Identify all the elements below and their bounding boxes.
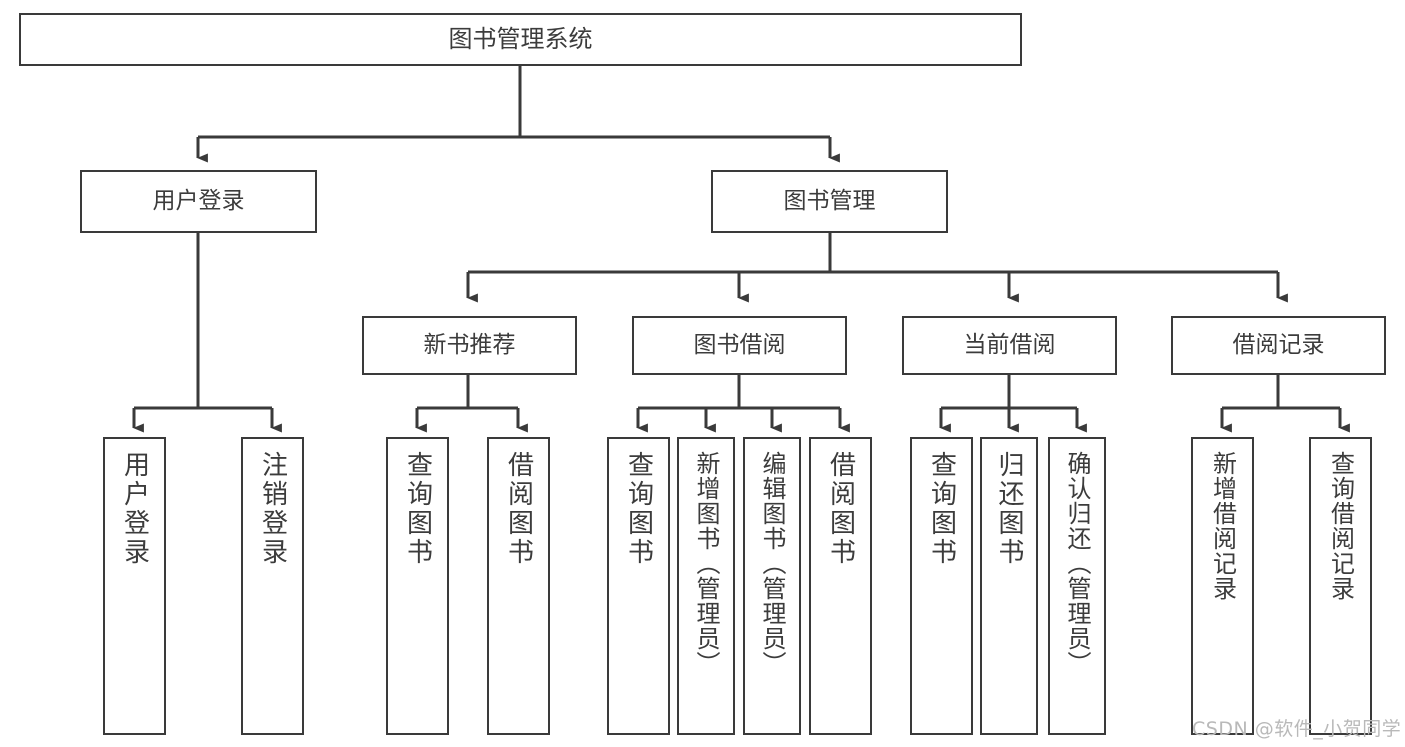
node-label: 注销登录 xyxy=(257,451,288,567)
node-label: 确认归还（管理员） xyxy=(1063,451,1091,676)
leaf-borrow-edit-book-admin[interactable]: 编辑图书（管理员） xyxy=(743,437,801,735)
node-label: 当前借阅 xyxy=(963,331,1056,358)
node-root-book-management-system[interactable]: 图书管理系统 xyxy=(19,13,1022,66)
leaf-current-confirm-return-admin[interactable]: 确认归还（管理员） xyxy=(1048,437,1106,735)
node-user-login[interactable]: 用户登录 xyxy=(80,170,317,233)
leaf-borrow-add-book-admin[interactable]: 新增图书（管理员） xyxy=(677,437,735,735)
node-current-borrow[interactable]: 当前借阅 xyxy=(902,316,1117,375)
csdn-watermark: CSDN @软件_小贺同学 xyxy=(1192,718,1402,740)
node-label: 查询图书 xyxy=(623,451,654,567)
node-label: 用户登录 xyxy=(152,187,245,214)
leaf-borrow-query-book[interactable]: 查询图书 xyxy=(607,437,670,735)
node-label: 借阅图书 xyxy=(825,451,856,567)
leaf-records-add-record[interactable]: 新增借阅记录 xyxy=(1191,437,1254,735)
node-label: 新增图书（管理员） xyxy=(692,451,720,676)
node-label: 图书管理系统 xyxy=(448,25,593,54)
node-label: 编辑图书（管理员） xyxy=(758,451,786,676)
node-new-book-recommend[interactable]: 新书推荐 xyxy=(362,316,577,375)
leaf-borrow-borrow-book[interactable]: 借阅图书 xyxy=(809,437,872,735)
node-label: 归还图书 xyxy=(994,451,1024,567)
node-label: 查询图书 xyxy=(402,451,433,567)
node-label: 借阅记录 xyxy=(1232,331,1325,358)
leaf-records-query-record[interactable]: 查询借阅记录 xyxy=(1309,437,1372,735)
leaf-user-login-login[interactable]: 用户登录 xyxy=(103,437,166,735)
leaf-current-query-book[interactable]: 查询图书 xyxy=(910,437,973,735)
leaf-current-return-book[interactable]: 归还图书 xyxy=(980,437,1038,735)
node-label: 图书管理 xyxy=(783,187,876,214)
node-label: 图书借阅 xyxy=(693,331,786,358)
node-borrow-records[interactable]: 借阅记录 xyxy=(1171,316,1386,375)
node-label: 新书推荐 xyxy=(423,331,516,358)
leaf-new-book-query[interactable]: 查询图书 xyxy=(386,437,449,735)
node-book-borrow[interactable]: 图书借阅 xyxy=(632,316,847,375)
leaf-new-book-borrow[interactable]: 借阅图书 xyxy=(487,437,550,735)
node-label: 用户登录 xyxy=(119,451,150,567)
leaf-user-login-logout[interactable]: 注销登录 xyxy=(241,437,304,735)
node-label: 查询图书 xyxy=(926,451,957,567)
node-book-management[interactable]: 图书管理 xyxy=(711,170,948,233)
node-label: 查询借阅记录 xyxy=(1326,451,1355,601)
node-label: 新增借阅记录 xyxy=(1208,451,1237,601)
node-label: 借阅图书 xyxy=(503,451,534,567)
